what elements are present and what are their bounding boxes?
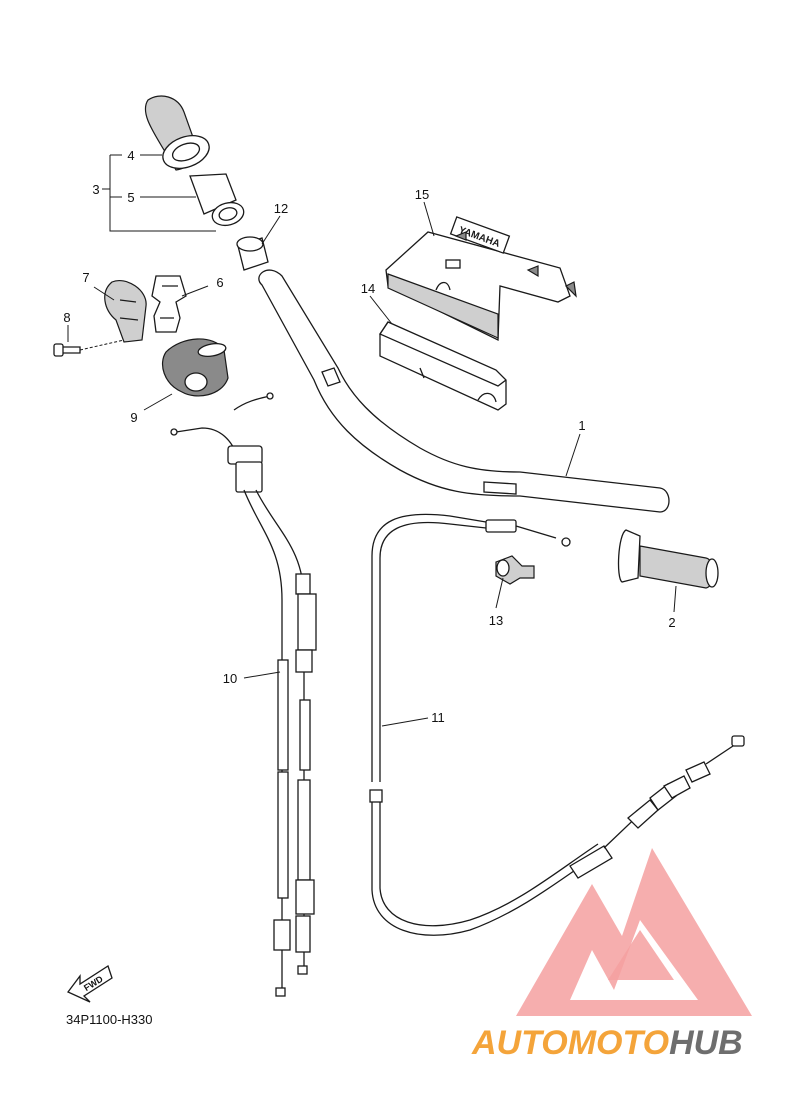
- callout-13: 13: [489, 613, 503, 628]
- callout-10: 10: [223, 671, 237, 686]
- fwd-arrow-icon: FWD: [66, 965, 113, 1003]
- adjuster-part-13[interactable]: [495, 555, 535, 585]
- right-grip-part-2[interactable]: [617, 529, 719, 589]
- left-grip-part-4[interactable]: [144, 95, 213, 174]
- callout-11: 11: [431, 710, 445, 725]
- housing-part-6[interactable]: [151, 275, 187, 333]
- callout-14: 14: [361, 281, 375, 296]
- callout-9: 9: [130, 410, 137, 425]
- diagram-code: 34P1100-H330: [66, 1012, 153, 1027]
- leader-lines: [67, 154, 677, 727]
- callout-3: 3: [92, 182, 99, 197]
- collar-part-12[interactable]: [236, 236, 269, 271]
- callout-6: 6: [216, 275, 223, 290]
- throttle-cable-part-10[interactable]: [170, 392, 317, 997]
- callout-4: 4: [127, 148, 134, 163]
- automotohub-logo-icon: [516, 848, 752, 1016]
- callout-15: 15: [415, 187, 429, 202]
- callout-1: 1: [578, 418, 585, 433]
- callout-labels: 1 2 3 4 5 6 7 8 9 10 11 12 13 14 15: [63, 148, 675, 725]
- watermark-brand-part2: HUB: [669, 1024, 743, 1062]
- watermark-brand: AUTOMOTOHUB: [471, 1024, 743, 1062]
- throttle-tube-part-5[interactable]: [189, 173, 246, 229]
- handlebar-pad-part-14[interactable]: [379, 321, 507, 411]
- watermark-brand-part1: AUTOMOTO: [471, 1024, 669, 1062]
- handlebar-cover-part-15[interactable]: YAMAHA: [385, 216, 577, 342]
- callout-5: 5: [127, 190, 134, 205]
- callout-7: 7: [82, 270, 89, 285]
- screw-part-8[interactable]: [53, 339, 125, 357]
- callout-12: 12: [274, 201, 288, 216]
- callout-2: 2: [668, 615, 675, 630]
- throttle-housing-part-9[interactable]: [161, 338, 229, 397]
- clutch-cable-part-11[interactable]: [369, 513, 745, 936]
- housing-part-7[interactable]: [104, 280, 147, 343]
- callout-8: 8: [63, 310, 70, 325]
- handlebar-part-1[interactable]: [258, 269, 670, 513]
